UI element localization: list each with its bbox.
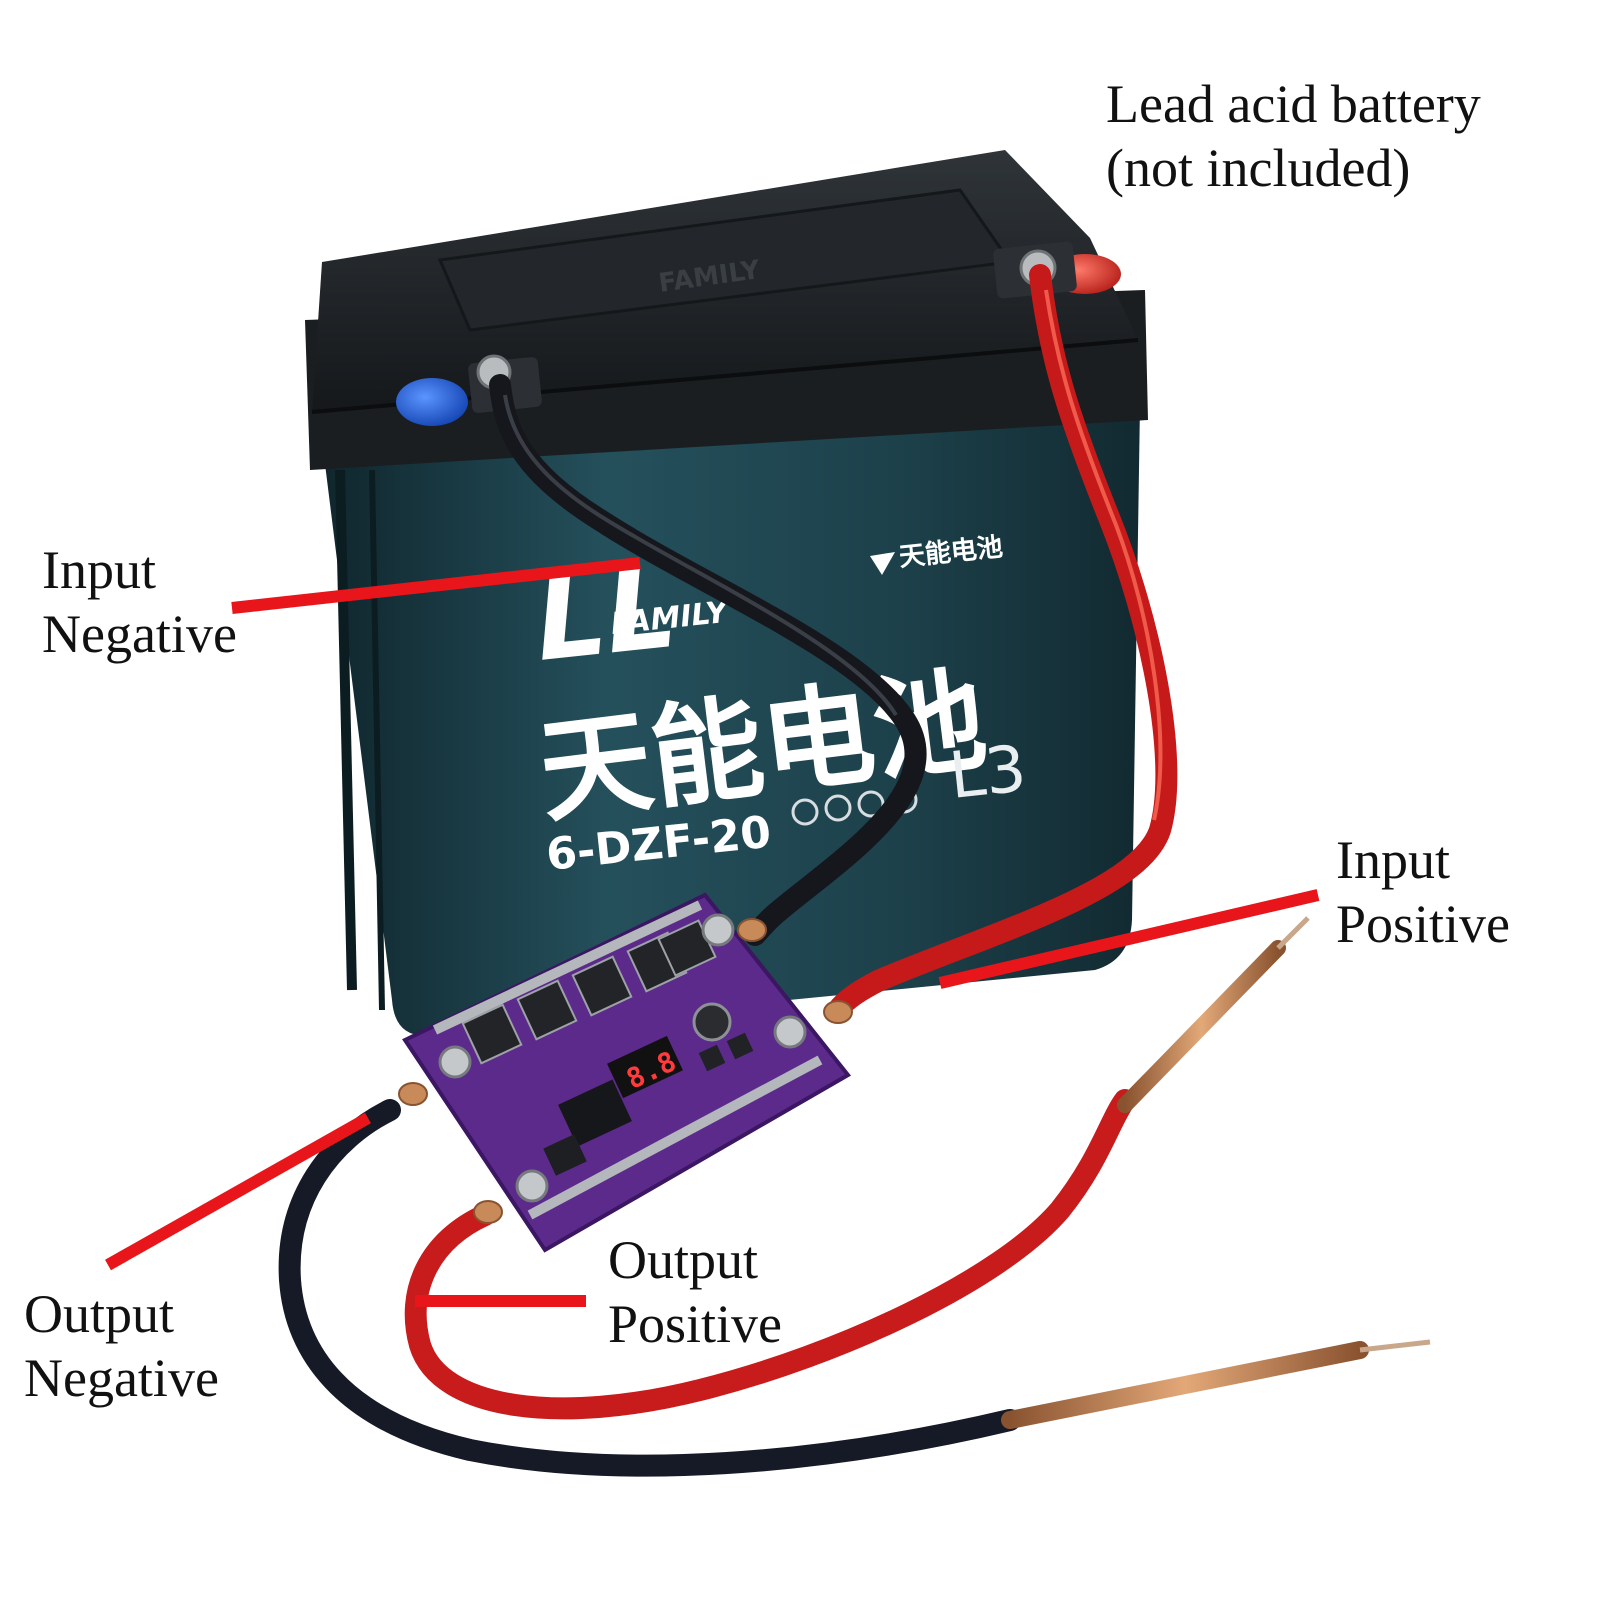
capacitor	[692, 1002, 732, 1042]
battery-side-rib	[369, 469, 385, 1011]
input-positive-cable	[827, 264, 1178, 1021]
label-output-negative-line2: Negative	[24, 1348, 219, 1408]
input-negative-cable-highlight	[503, 394, 898, 717]
battery-body	[322, 405, 1140, 1036]
label-output-positive: Output Positive	[608, 1228, 782, 1356]
board-screws	[438, 913, 807, 1203]
inductor	[543, 1134, 587, 1176]
output-positive-probe	[1117, 940, 1286, 1113]
input-positive-cable-highlight	[1044, 289, 1163, 821]
input-negative-cable	[489, 374, 927, 946]
pointer-output-negative	[105, 1112, 371, 1271]
output-positive-probe-tip	[1276, 916, 1310, 950]
label-input-negative-line1: Input	[42, 540, 156, 600]
output-positive-cable	[404, 1089, 1136, 1420]
battery-series: L3	[946, 732, 1030, 814]
label-output-positive-line1: Output	[608, 1230, 759, 1290]
label-input-positive-line2: Positive	[1336, 894, 1511, 954]
maker-triangle-icon	[870, 552, 895, 575]
label-input-positive-line1: Input	[1336, 830, 1450, 890]
label-output-negative-line1: Output	[24, 1284, 175, 1344]
battery-side-rib	[335, 469, 357, 991]
pointer-input-negative	[231, 557, 641, 614]
board-button	[698, 1044, 726, 1072]
pointer-input-positive	[938, 889, 1320, 989]
output-negative-probe-tip	[1359, 1339, 1431, 1353]
copper-lugs	[398, 918, 853, 1224]
board-button	[726, 1032, 754, 1060]
output-negative-cable	[278, 1099, 1021, 1477]
mosfet-row	[461, 919, 717, 1065]
ic-chip	[558, 1079, 632, 1147]
label-input-negative-line2: Negative	[42, 604, 237, 664]
output-negative-probe	[1001, 1341, 1369, 1429]
led-display-frame	[607, 1035, 683, 1099]
label-input-negative: Input Negative	[42, 538, 237, 666]
copper-bar	[432, 900, 703, 1035]
copper-bar	[527, 1055, 823, 1220]
label-battery-line1: Lead acid battery	[1106, 74, 1481, 134]
pointer-lines	[105, 557, 1320, 1307]
label-output-negative: Output Negative	[24, 1282, 219, 1410]
label-output-positive-line2: Positive	[608, 1294, 783, 1354]
label-battery-line2: (not included)	[1106, 138, 1411, 198]
spot-welder-board: 8.8	[398, 892, 853, 1253]
label-lead-acid-battery: Lead acid battery (not included)	[1106, 72, 1481, 200]
label-input-positive: Input Positive	[1336, 828, 1510, 956]
negative-terminal-cap	[396, 378, 468, 426]
